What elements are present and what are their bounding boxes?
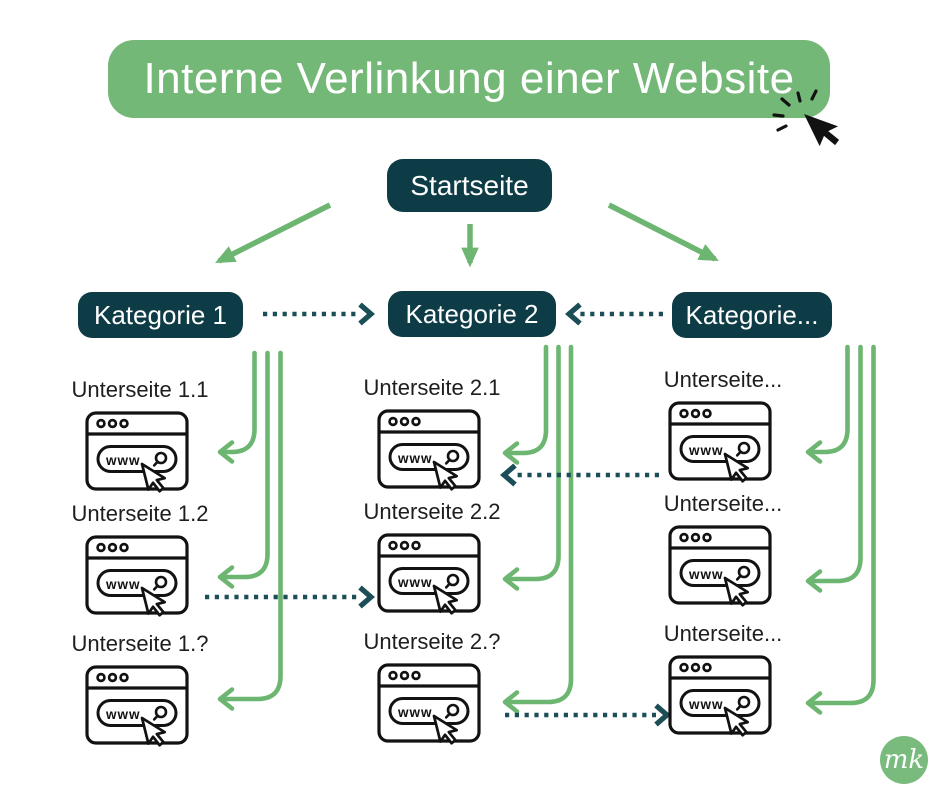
green-arrowhead (805, 440, 823, 464)
category-subpage-arrow (218, 350, 283, 702)
category-subpage-arrow (806, 344, 863, 584)
dotted-arrowhead (565, 302, 582, 326)
browser-window-icon: www. (85, 411, 189, 493)
subpage-label: Unterseite... (663, 621, 783, 646)
cursor-icon (140, 716, 167, 747)
subpage-2-3: Unterseite 2.? www. (347, 629, 517, 758)
search-icon (444, 573, 460, 589)
category-subpage-arrow (218, 350, 257, 455)
window-dots-icon (96, 672, 129, 683)
green-arrowhead (805, 691, 823, 715)
subpage-2-2: Unterseite 2.2 www. (347, 499, 517, 628)
category-node-3: Kategorie... (672, 292, 832, 338)
subpage-1-2: Unterseite 1.2 www. (55, 501, 225, 630)
browser-window-icon: www. (85, 665, 189, 747)
search-icon (735, 565, 751, 581)
url-text: www. (397, 705, 437, 720)
subpage-label: Unterseite 2.? (363, 629, 501, 654)
browser-window-icon: www. (668, 401, 772, 483)
category-node-2: Kategorie 2 (388, 291, 556, 337)
address-bar (96, 445, 178, 473)
subpage-3-2: Unterseite... www. (638, 491, 808, 620)
url-text: www. (688, 697, 728, 712)
browser-window-icon: www. (85, 535, 189, 617)
title-banner: Interne Verlinkung einer Website (108, 40, 830, 118)
address-bar (388, 443, 470, 471)
subpage-label: Unterseite 2.1 (363, 375, 501, 400)
category-subpage-arrow (806, 344, 876, 706)
category-label: Kategorie 1 (94, 299, 227, 330)
address-bar (96, 569, 178, 597)
subpage-label: Unterseite 2.2 (363, 499, 501, 524)
subpage-1-3: Unterseite 1.? www. (55, 631, 225, 760)
url-text: www. (688, 443, 728, 458)
window-dots-icon (96, 418, 129, 429)
mk-logo-text: mk (883, 745, 925, 775)
address-bar (679, 435, 761, 463)
startseite-label: Startseite (410, 169, 529, 201)
search-icon (735, 441, 751, 457)
address-bar (679, 559, 761, 587)
subpage-1-1: Unterseite 1.1 www. (55, 377, 225, 506)
category-label: Kategorie... (685, 299, 819, 330)
search-icon (735, 695, 751, 711)
search-icon (152, 451, 168, 467)
category-subpage-arrow (218, 350, 270, 580)
search-icon (152, 575, 168, 591)
subpage-label: Unterseite 1.? (71, 631, 209, 656)
mk-logo: mk (880, 736, 928, 784)
cursor-icon (723, 706, 750, 737)
subpage-label: Unterseite 1.2 (71, 501, 209, 526)
category-label: Kategorie 2 (405, 298, 539, 329)
cursor-icon (432, 714, 459, 745)
dotted-arrowhead (358, 302, 375, 326)
startseite-node: Startseite (387, 159, 552, 212)
window-dots-icon (388, 416, 421, 427)
address-bar (679, 689, 761, 717)
cursor-icon (140, 586, 167, 617)
cursor-icon (140, 462, 167, 493)
url-text: www. (688, 567, 728, 582)
cursor-icon (432, 460, 459, 491)
browser-window-icon: www. (377, 663, 481, 745)
subpage-label: Unterseite... (663, 491, 783, 516)
window-dots-icon (679, 532, 712, 543)
url-text: www. (397, 575, 437, 590)
startseite-link-arrow (215, 202, 332, 264)
cursor-icon (432, 584, 459, 615)
category-node-1: Kategorie 1 (78, 292, 243, 338)
browser-window-icon: www. (377, 409, 481, 491)
search-icon (444, 703, 460, 719)
subpage-3-3: Unterseite... www. (638, 621, 808, 750)
window-dots-icon (388, 540, 421, 551)
url-text: www. (397, 451, 437, 466)
address-bar (388, 697, 470, 725)
green-arrowhead (805, 569, 823, 593)
window-dots-icon (679, 408, 712, 419)
address-bar (96, 699, 178, 727)
url-text: www. (105, 577, 145, 592)
url-text: www. (105, 453, 145, 468)
window-dots-icon (388, 670, 421, 681)
browser-window-icon: www. (377, 533, 481, 615)
startseite-link-arrow (607, 202, 719, 262)
subpage-2-1: Unterseite 2.1 www. (347, 375, 517, 504)
category-subpage-arrow (806, 344, 850, 455)
url-text: www. (105, 707, 145, 722)
window-dots-icon (96, 542, 129, 553)
cursor-icon (723, 452, 750, 483)
subpage-label: Unterseite 1.1 (71, 377, 209, 402)
subpage-3-1: Unterseite... www. (638, 367, 808, 496)
page-title: Interne Verlinkung einer Website (143, 54, 795, 103)
address-bar (388, 567, 470, 595)
search-icon (444, 449, 460, 465)
search-icon (152, 705, 168, 721)
browser-window-icon: www. (668, 525, 772, 607)
subpage-label: Unterseite... (663, 367, 783, 392)
window-dots-icon (679, 662, 712, 673)
browser-window-icon: www. (668, 655, 772, 737)
cursor-icon (723, 576, 750, 607)
